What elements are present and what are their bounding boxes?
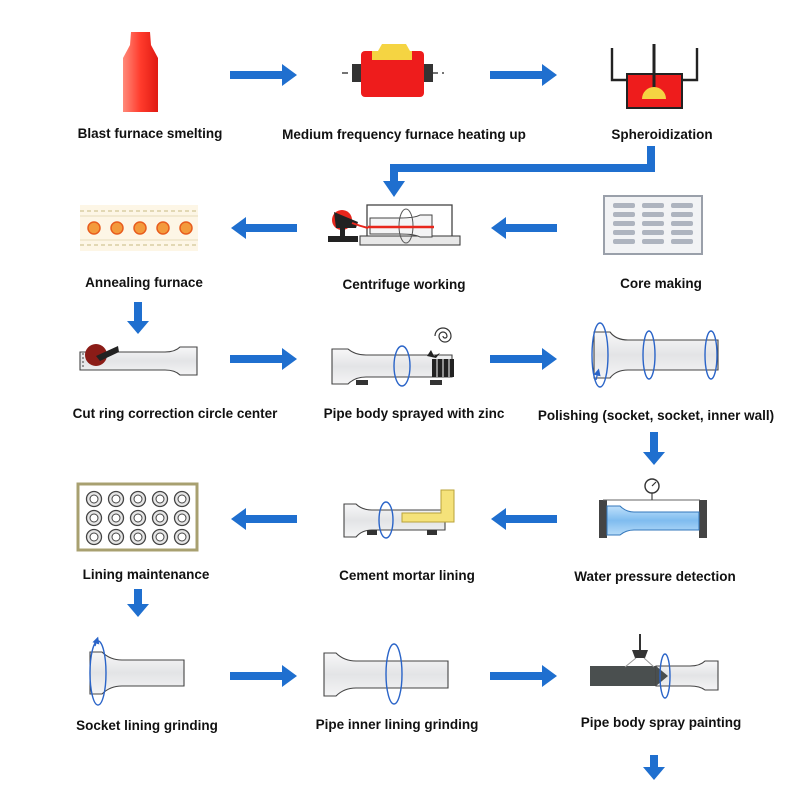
cut-ring-pipe-icon <box>79 344 198 376</box>
flow-arrow <box>231 508 297 530</box>
polishing-pipe-icon <box>591 322 719 388</box>
step-label-zinc-spray: Pipe body sprayed with zinc <box>323 406 505 421</box>
flow-arrow-elbow <box>383 146 655 197</box>
flow-arrow <box>231 217 297 239</box>
water-pressure-icon <box>599 478 707 538</box>
step-label-blast-furnace-smelting: Blast furnace smelting <box>77 126 223 141</box>
zinc-spray-pipe-icon <box>331 327 454 387</box>
inner-lining-grinding-icon <box>323 643 449 705</box>
flow-arrow <box>491 508 557 530</box>
flow-arrow <box>491 217 557 239</box>
step-label-spray-painting: Pipe body spray painting <box>580 715 742 730</box>
step-label-annealing-furnace: Annealing furnace <box>85 275 203 290</box>
cement-mortar-lining-icon <box>343 489 455 539</box>
flow-arrow <box>643 432 665 465</box>
flow-arrow <box>490 348 557 370</box>
step-label-lining-maintenance: Lining maintenance <box>82 567 210 582</box>
flow-arrow <box>127 302 149 334</box>
flow-arrow <box>230 348 297 370</box>
flow-arrow <box>230 665 297 687</box>
step-label-centrifuge-working: Centrifuge working <box>342 277 466 292</box>
step-label-socket-lining-grinding: Socket lining grinding <box>76 718 218 733</box>
step-label-water-pressure-detection: Water pressure detection <box>574 569 736 584</box>
spray-painting-pipe-icon <box>590 634 719 699</box>
core-making-icon <box>603 195 703 255</box>
medium-frequency-furnace-icon <box>342 44 444 97</box>
flow-arrow <box>230 64 297 86</box>
centrifuge-icon <box>328 204 461 246</box>
flow-arrow <box>643 755 665 780</box>
flow-arrow <box>490 665 557 687</box>
spheroidization-ladle-icon <box>610 44 699 109</box>
step-label-core-making: Core making <box>620 276 702 291</box>
flow-arrow <box>490 64 557 86</box>
step-label-cut-ring: Cut ring correction circle center <box>72 406 278 421</box>
step-label-medium-frequency-furnace: Medium frequency furnace heating up <box>282 127 526 142</box>
lining-maintenance-icon <box>76 482 199 552</box>
step-label-spheroidization: Spheroidization <box>611 127 713 142</box>
annealing-furnace-icon <box>80 205 198 251</box>
socket-lining-grinding-icon <box>89 636 185 706</box>
step-label-polishing: Polishing (socket, socket, inner wall) <box>537 408 775 423</box>
step-label-cement-mortar-lining: Cement mortar lining <box>339 568 475 583</box>
blast-furnace-icon <box>123 32 158 112</box>
step-label-inner-lining-grinding: Pipe inner lining grinding <box>315 717 479 732</box>
flow-arrow <box>127 589 149 617</box>
